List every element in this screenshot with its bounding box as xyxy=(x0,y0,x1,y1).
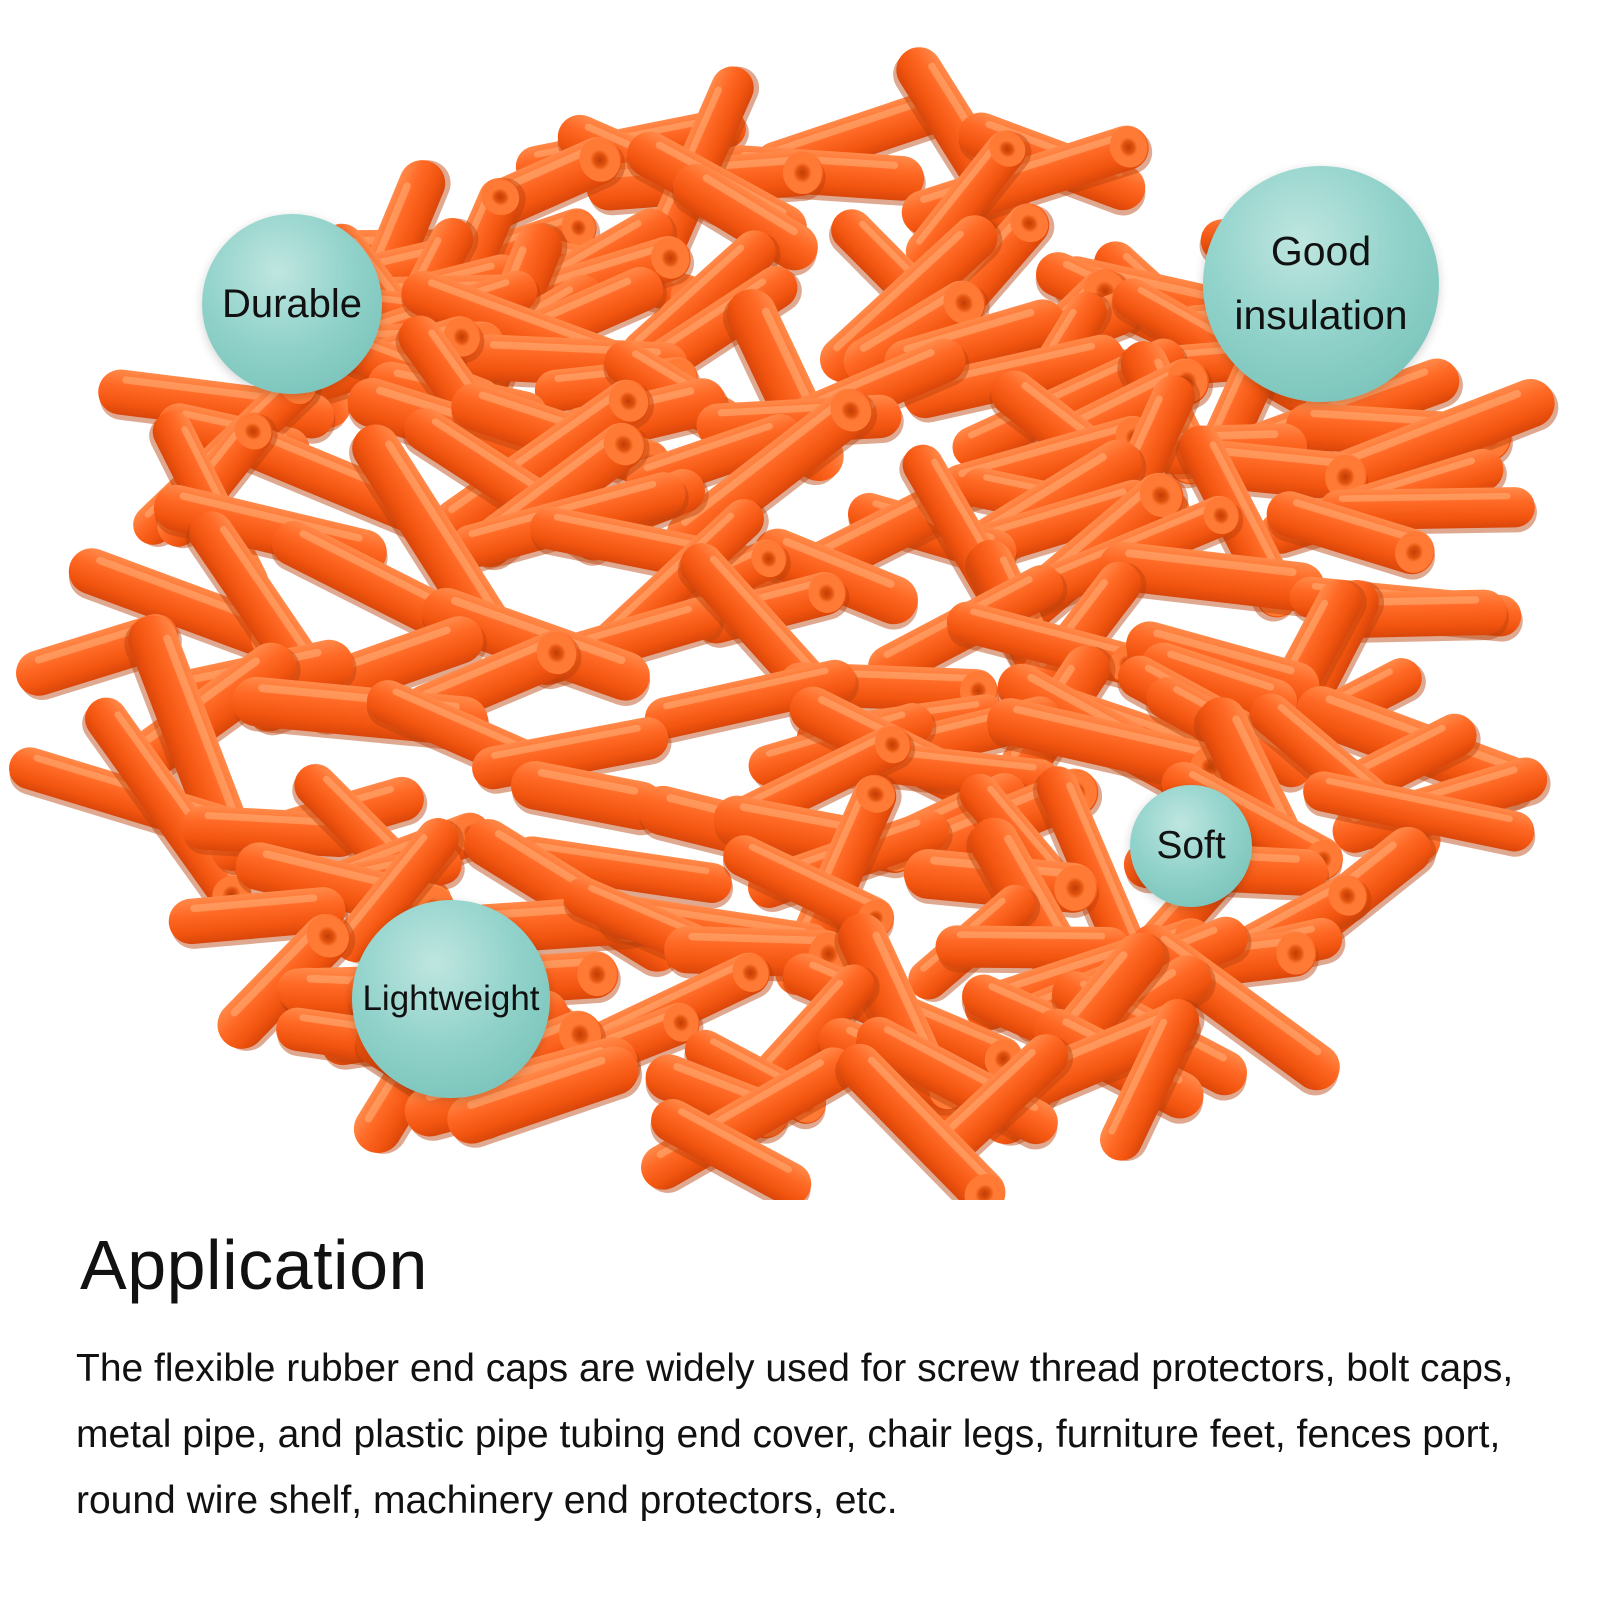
end-cap xyxy=(835,1043,1006,1200)
feature-badge-good-insulation: Good insulation xyxy=(1203,166,1439,402)
application-description: The flexible rubber end caps are widely … xyxy=(76,1347,1514,1522)
end-cap xyxy=(1266,491,1436,580)
end-cap xyxy=(182,805,364,863)
end-cap xyxy=(650,1099,812,1200)
end-cap xyxy=(672,163,818,276)
end-cap xyxy=(510,761,666,836)
end-cap xyxy=(905,130,1032,273)
feature-badge-lightweight: Lightweight xyxy=(352,900,550,1098)
end-cap xyxy=(333,818,464,964)
end-cap xyxy=(1315,379,1559,506)
end-cap xyxy=(447,1046,643,1148)
end-cap xyxy=(271,521,459,644)
end-cap xyxy=(644,659,859,744)
feature-label-soft: Soft xyxy=(1156,823,1226,867)
feature-label-good: Good xyxy=(1270,228,1372,275)
end-cap xyxy=(124,615,250,856)
feature-label-insulation: insulation xyxy=(1234,292,1408,338)
application-heading: Application xyxy=(80,1226,428,1304)
end-cap xyxy=(1303,771,1536,857)
end-cap xyxy=(511,836,734,909)
feature-badge-soft: Soft xyxy=(1130,785,1252,907)
end-cap xyxy=(843,280,990,389)
feature-label-durable: Durable xyxy=(221,282,363,326)
end-cap xyxy=(1099,998,1205,1162)
feature-label-lightweight: Lightweight xyxy=(362,978,540,1018)
end-cap xyxy=(1099,541,1326,617)
feature-badge-durable: Durable xyxy=(202,214,382,394)
